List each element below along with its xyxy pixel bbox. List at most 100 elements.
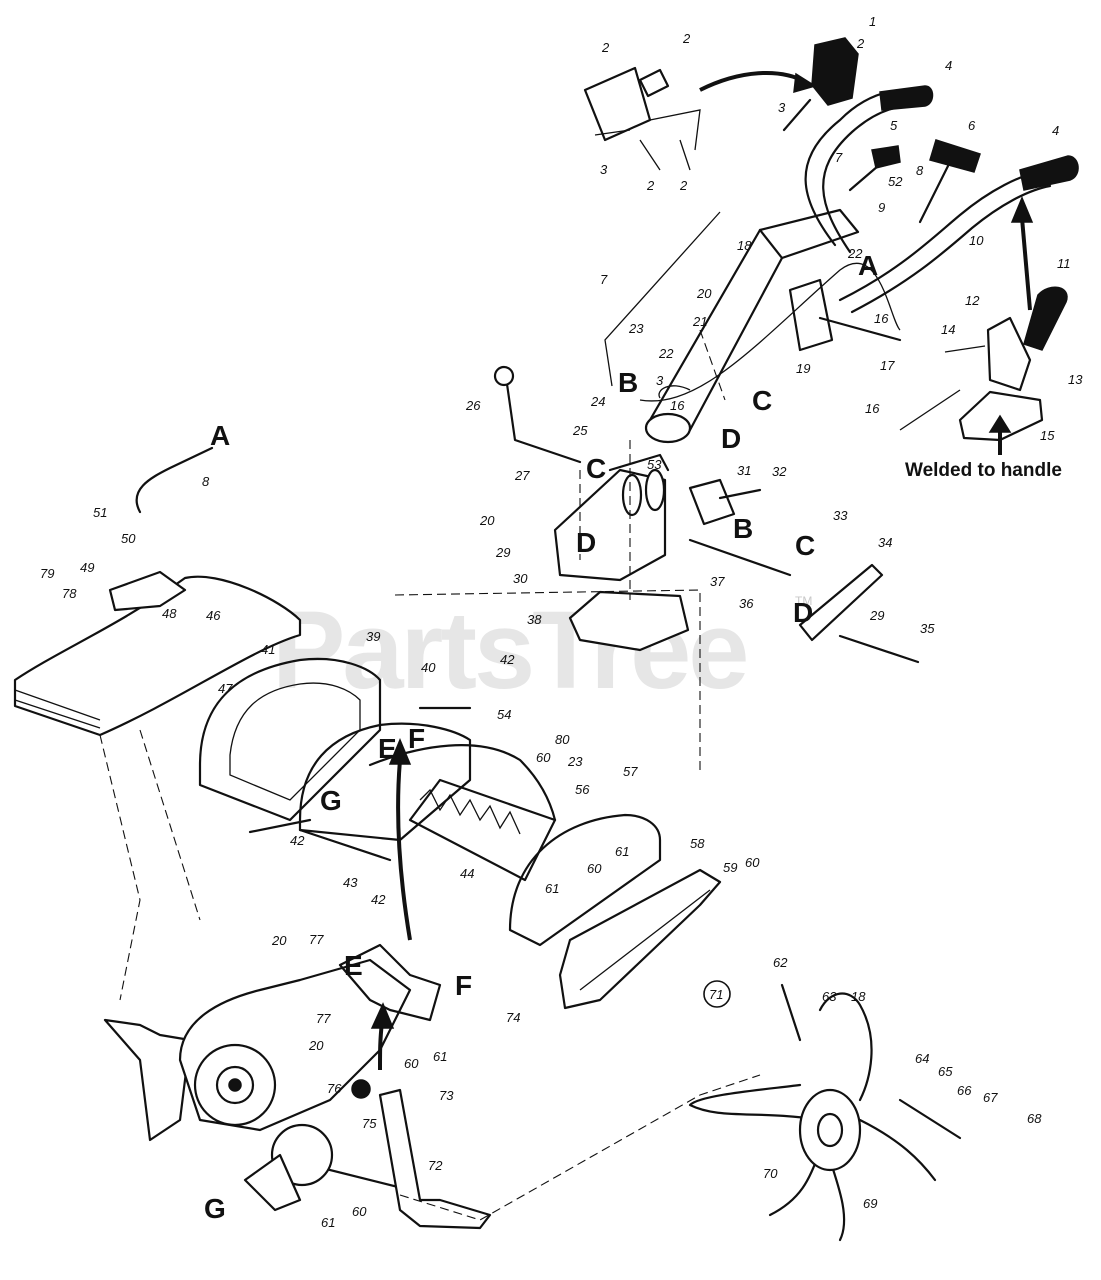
callout-57: 57	[623, 764, 638, 779]
callout-10: 10	[969, 233, 984, 248]
assembly-callout-71: 71	[703, 980, 731, 1008]
callout-43: 43	[343, 875, 358, 890]
callout-20: 20	[271, 933, 287, 948]
callout-61: 61	[321, 1215, 335, 1230]
callout-75: 75	[362, 1116, 377, 1131]
callout-31: 31	[737, 463, 751, 478]
callout-62: 62	[773, 955, 788, 970]
callout-1: 1	[869, 14, 876, 29]
callout-2: 2	[679, 178, 688, 193]
callout-53: 53	[647, 457, 662, 472]
handle-assembly	[583, 37, 1079, 455]
callout-51: 51	[93, 505, 107, 520]
ref-letter-g: G	[204, 1193, 226, 1224]
callout-67: 67	[983, 1090, 998, 1105]
callout-63: 63	[822, 989, 837, 1004]
callout-2: 2	[646, 178, 655, 193]
welded-note: Welded to handle	[905, 460, 1062, 481]
callout-73: 73	[439, 1088, 454, 1103]
ref-letter-c: C	[586, 453, 606, 484]
callout-15: 15	[1040, 428, 1055, 443]
callout-42: 42	[371, 892, 386, 907]
callout-22: 22	[658, 346, 674, 361]
ref-letter-c: C	[752, 385, 772, 416]
callout-18: 18	[851, 989, 866, 1004]
callout-2: 2	[856, 36, 865, 51]
callout-4: 4	[945, 58, 952, 73]
callout-72: 72	[428, 1158, 443, 1173]
callout-49: 49	[80, 560, 94, 575]
watermark-trademark: TM	[795, 594, 812, 608]
hitch-bracket-assembly	[493, 329, 920, 664]
callout-3: 3	[600, 162, 608, 177]
callout-60: 60	[536, 750, 551, 765]
callout-7: 7	[600, 272, 608, 287]
callout-65: 65	[938, 1064, 953, 1079]
ref-letter-b: B	[733, 513, 753, 544]
callout-50: 50	[121, 531, 136, 546]
callout-29: 29	[869, 608, 884, 623]
callout-23: 23	[567, 754, 583, 769]
callout-37: 37	[710, 574, 725, 589]
callout-66: 66	[957, 1083, 972, 1098]
callout-3: 3	[778, 100, 786, 115]
callout-34: 34	[878, 535, 892, 550]
ref-letter-a: A	[210, 420, 230, 451]
callout-7: 7	[835, 150, 843, 165]
ref-letter-d: D	[793, 597, 813, 628]
callout-16: 16	[865, 401, 880, 416]
callout-61: 61	[433, 1049, 447, 1064]
callout-77: 77	[309, 932, 324, 947]
callout-36: 36	[739, 596, 754, 611]
callout-54: 54	[497, 707, 511, 722]
callout-38: 38	[527, 612, 542, 627]
callout-12: 12	[965, 293, 980, 308]
callout-3: 3	[656, 373, 664, 388]
callout-35: 35	[920, 621, 935, 636]
callout-5: 5	[890, 118, 898, 133]
callout-79: 79	[40, 566, 54, 581]
callout-20: 20	[696, 286, 712, 301]
callout-32: 32	[772, 464, 787, 479]
callout-16: 16	[874, 311, 889, 326]
callout-39: 39	[366, 629, 380, 644]
ref-letter-e: E	[344, 950, 363, 981]
callout-2: 2	[682, 31, 691, 46]
reference-letters: A A B B C C C D D D E E F F G G	[204, 250, 878, 1224]
callout-42: 42	[290, 833, 305, 848]
callout-13: 13	[1068, 372, 1083, 387]
callout-74: 74	[506, 1010, 520, 1025]
callout-40: 40	[421, 660, 436, 675]
callout-22: 22	[847, 246, 863, 261]
callout-41: 41	[261, 642, 275, 657]
callout-4: 4	[1052, 123, 1059, 138]
ref-letter-g: G	[320, 785, 342, 816]
ref-letter-d: D	[576, 527, 596, 558]
callout-26: 26	[465, 398, 481, 413]
callout-8: 8	[202, 474, 210, 489]
ref-letter-c: C	[795, 530, 815, 561]
callout-60: 60	[745, 855, 760, 870]
callout-27: 27	[514, 468, 530, 483]
callout-76: 76	[327, 1081, 342, 1096]
callout-56: 56	[575, 782, 590, 797]
callout-60: 60	[587, 861, 602, 876]
callout-61: 61	[615, 844, 629, 859]
callout-20: 20	[479, 513, 495, 528]
callout-46: 46	[206, 608, 221, 623]
callout-6: 6	[968, 118, 976, 133]
callout-47: 47	[218, 681, 233, 696]
callout-11: 11	[1057, 256, 1071, 271]
callout-20: 20	[308, 1038, 324, 1053]
callout-48: 48	[162, 606, 177, 621]
callout-64: 64	[915, 1051, 929, 1066]
callout-29: 29	[495, 545, 510, 560]
callout-42: 42	[500, 652, 515, 667]
callout-17: 17	[880, 358, 895, 373]
callout-23: 23	[628, 321, 644, 336]
tine-assembly	[688, 983, 962, 1242]
ref-letter-f: F	[455, 970, 472, 1001]
callout-24: 24	[590, 394, 605, 409]
callout-9: 9	[878, 200, 885, 215]
